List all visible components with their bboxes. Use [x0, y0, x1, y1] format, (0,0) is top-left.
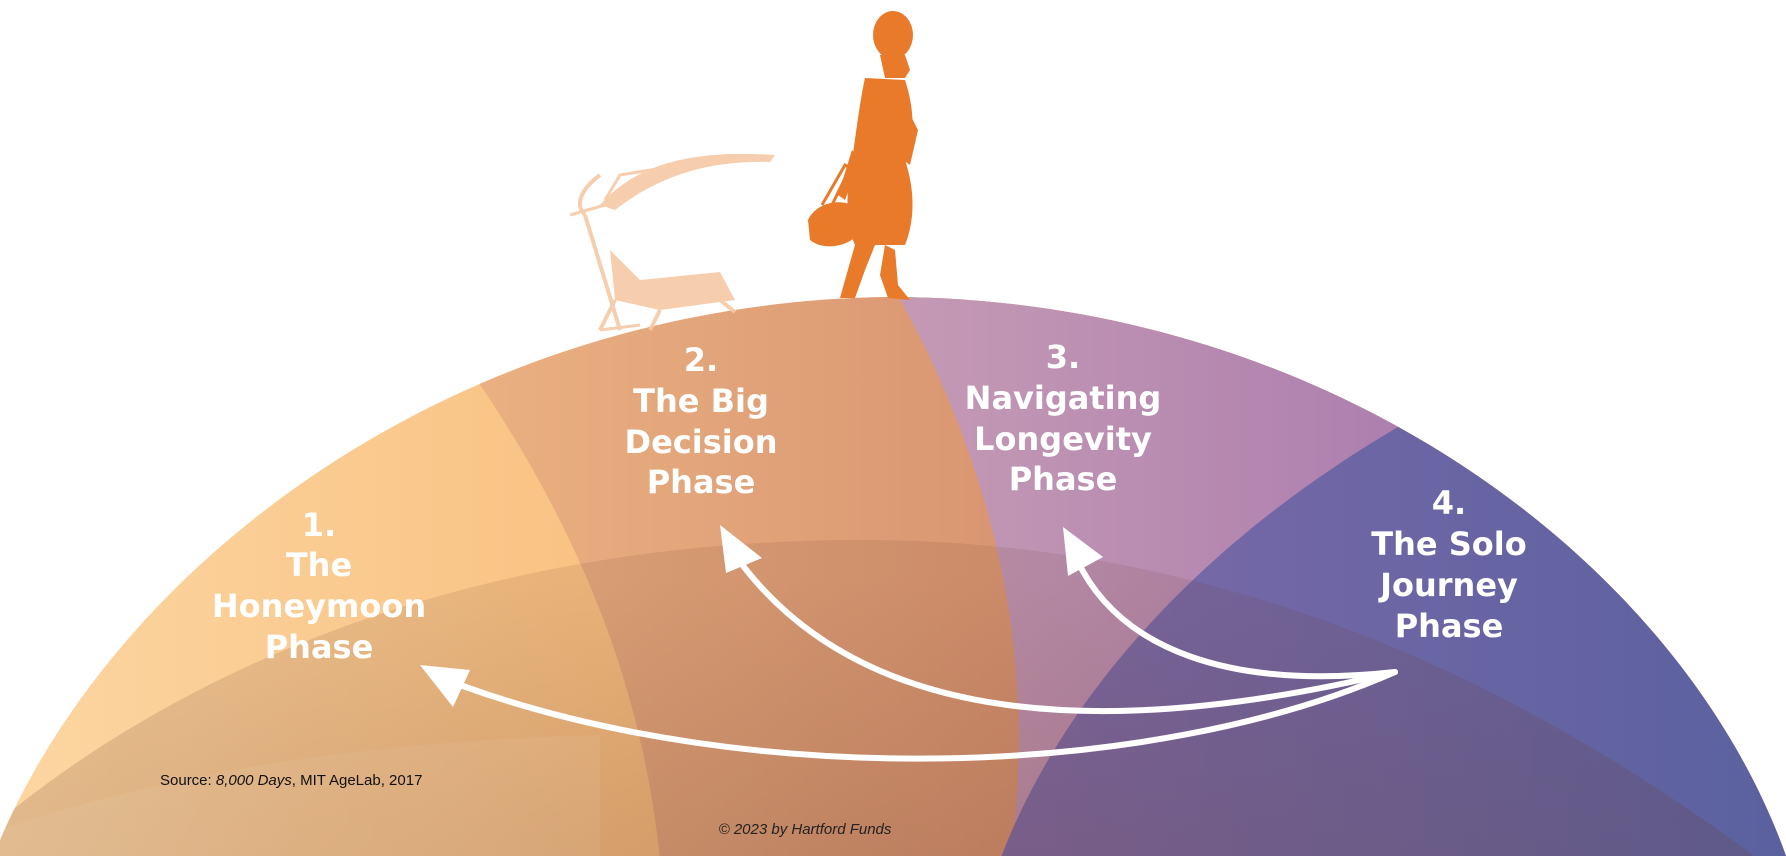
phase-3-label: 3. Navigating Longevity Phase [965, 338, 1162, 498]
phase-2-number: 2. [684, 341, 718, 379]
phase-4-line-3: Phase [1395, 607, 1504, 645]
return-arrows [457, 552, 1398, 762]
phase-3-line-2: Longevity [974, 420, 1152, 458]
phase-2-line-2: Decision [625, 423, 778, 461]
phase-3-number: 3. [1046, 338, 1080, 376]
arrow-heads [420, 525, 1103, 707]
arrow-to-big-decision [732, 552, 1398, 715]
arrow-to-longevity [1074, 557, 1398, 680]
phase-1-line-2: Honeymoon [212, 587, 426, 625]
phase-3-line-1: Navigating [965, 379, 1162, 417]
phase-4-line-1: The Solo [1371, 525, 1526, 563]
walking-woman-silhouette-icon [808, 11, 918, 300]
copyright-notice: © 2023 by Hartford Funds [718, 821, 892, 838]
arrowhead-honeymoon [420, 665, 470, 707]
phase-1-number: 1. [302, 506, 336, 544]
source-suffix: , MIT AgeLab, 2017 [291, 772, 423, 789]
phase-1-label: 1. The Honeymoon Phase [212, 506, 426, 666]
phase-dome [0, 297, 1786, 856]
phase-1-line-1: The [286, 546, 352, 584]
phase-4-label: 4. The Solo Journey Phase [1371, 484, 1526, 645]
inner-dome-shade [0, 540, 1786, 856]
source-title: 8,000 Days [215, 772, 292, 789]
arrowhead-longevity [1063, 527, 1103, 576]
source-citation: Source: 8,000 Days, MIT AgeLab, 2017 [160, 772, 422, 789]
phase-4-number: 4. [1432, 484, 1466, 522]
phase-2-label: 2. The Big Decision Phase [625, 341, 778, 501]
phase-3-line-3: Phase [1009, 460, 1118, 498]
phase-4-line-2: Journey [1378, 566, 1518, 604]
beach-umbrella-lounge-chair-icon [569, 153, 775, 332]
phase-2-line-1: The Big [633, 382, 769, 420]
arrowhead-big-decision [720, 525, 762, 573]
arrow-to-honeymoon [457, 669, 1398, 762]
phase-2-line-3: Phase [647, 463, 756, 501]
phase-1-line-3: Phase [265, 628, 374, 666]
source-prefix: Source: [160, 772, 216, 789]
